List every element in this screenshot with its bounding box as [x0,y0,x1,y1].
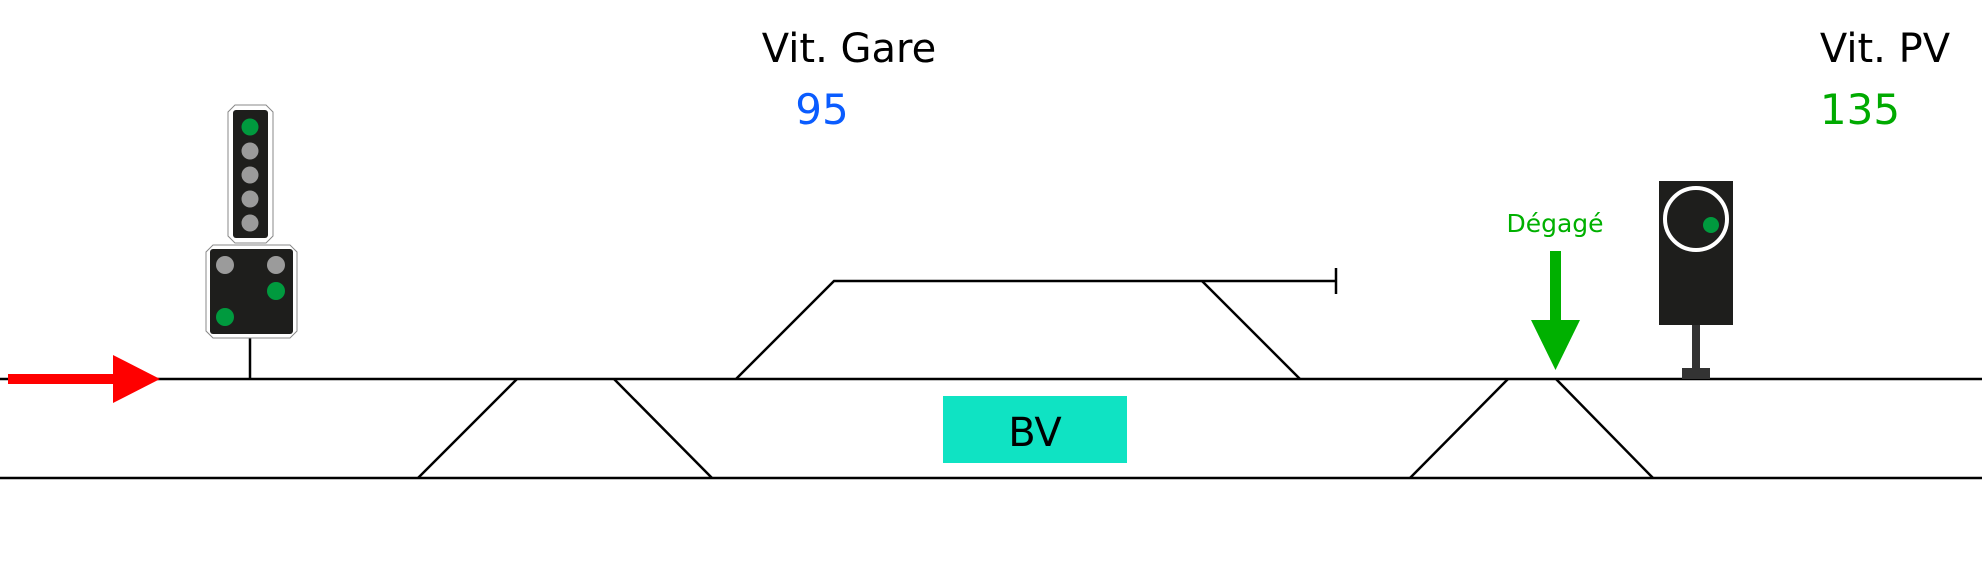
signal-light-off [241,166,259,184]
tracks [0,268,1982,480]
crossover [1409,378,1509,479]
arrow-down-icon [1531,251,1580,370]
signal-light-off [267,256,285,274]
station-box [943,396,1127,463]
signal-light-green [267,282,285,300]
signal-light-off [216,256,234,274]
crossover [613,378,713,479]
station-label: BV [1008,410,1062,456]
crossover [1555,378,1654,479]
speed-gare-value: 95 [795,85,848,134]
track-status-label: Dégagé [1506,209,1603,238]
signal-light-off [241,214,259,232]
speed-pv-value: 135 [1820,85,1900,134]
speed-gare-label: Vit. Gare [762,26,936,72]
siding-track [735,279,1336,380]
signal-light-green [1703,217,1719,233]
arrow-right-icon [8,355,160,403]
signal-light-off [241,142,259,160]
signal-main[interactable] [205,104,298,379]
signal-light-green [241,118,259,136]
signal-pv[interactable] [1659,181,1733,379]
signal-light-green [216,308,234,326]
crossover [417,378,518,479]
speed-pv-label: Vit. PV [1820,26,1951,72]
signal-light-off [241,190,259,208]
siding-branch [1201,280,1301,380]
